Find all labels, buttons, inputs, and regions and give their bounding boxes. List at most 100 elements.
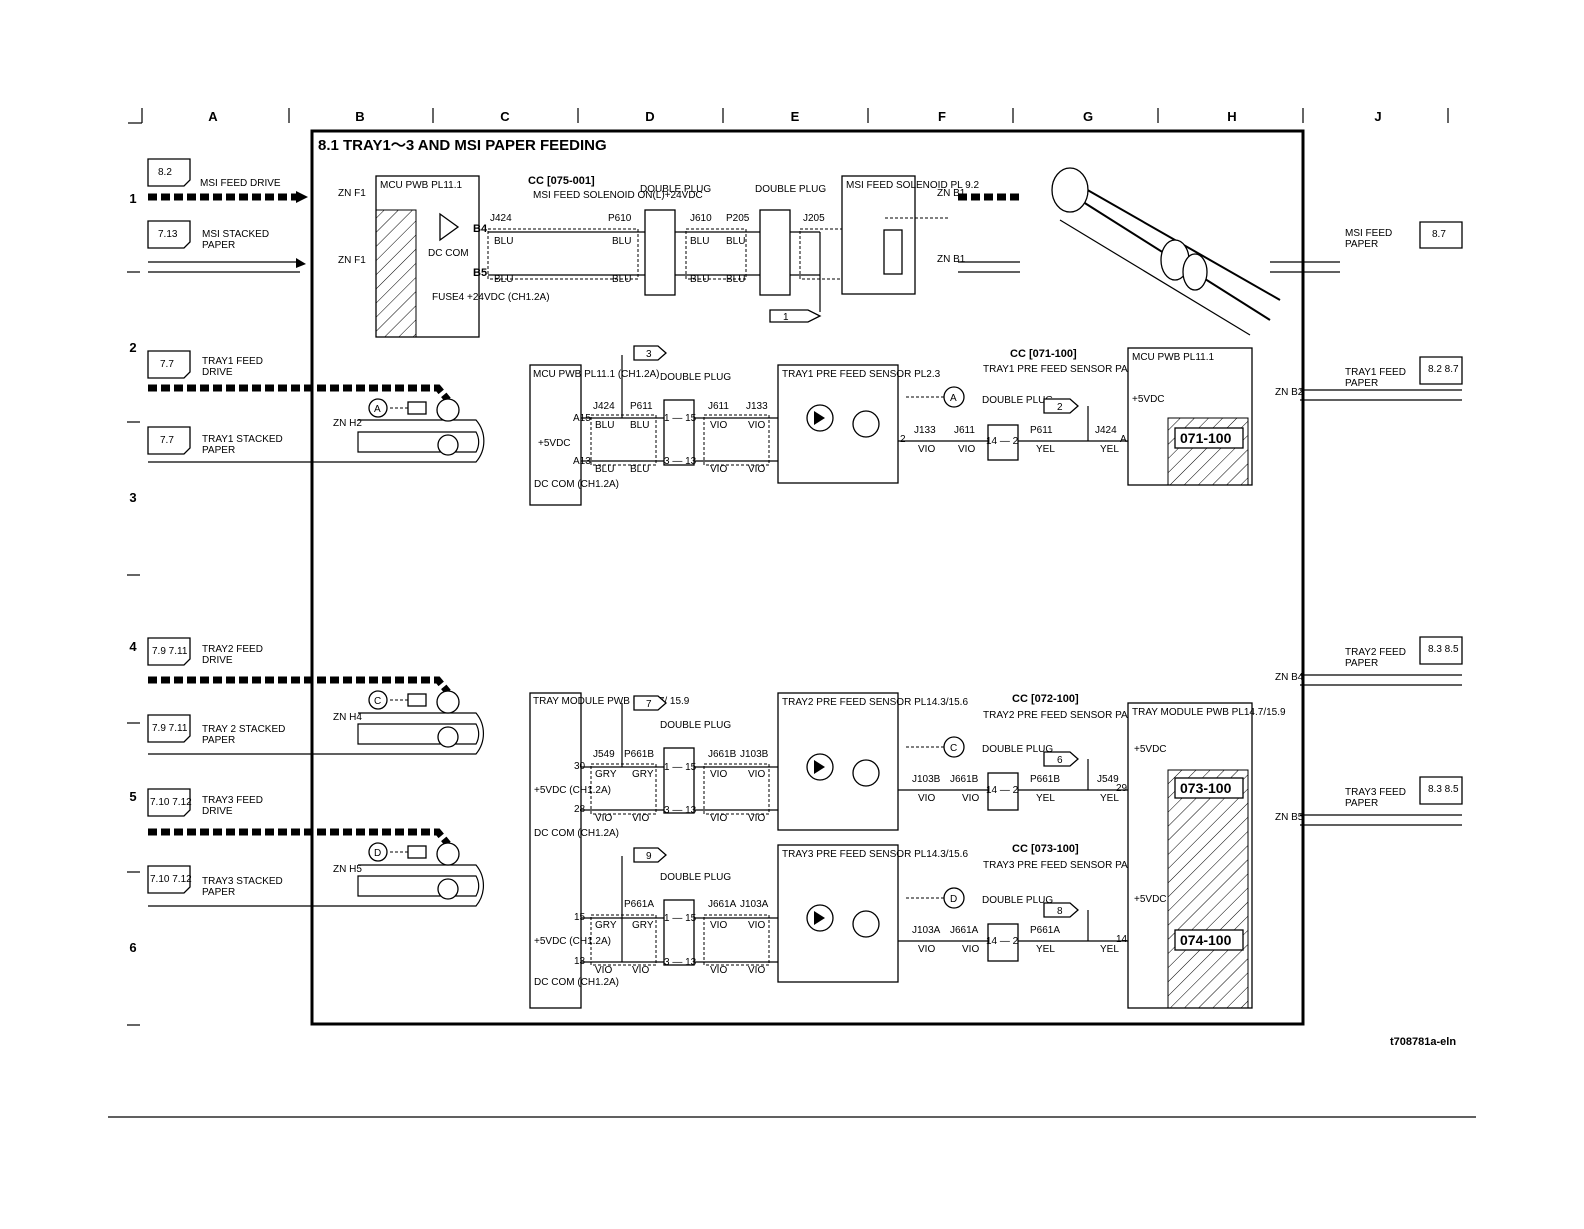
tray3-plug-pins-2: 3 — 13 — [664, 957, 697, 968]
circle-c-left: C — [374, 696, 381, 707]
tray1-cc: CC [071-100] — [1010, 348, 1077, 360]
tray2-vio-1: VIO — [595, 813, 612, 824]
tray1-circuit: MCU PWB PL11.1 (CH1.2A) +5VDC DC COM (CH… — [529, 345, 1253, 506]
tray1-callout-2: 2 — [1057, 402, 1063, 413]
label-tray2-stacked-2: PAPER — [202, 735, 235, 746]
msi-j424: J424 — [490, 213, 512, 224]
right-ref-tray1: 8.2 8.7 — [1428, 364, 1459, 375]
column-label-j: J — [1374, 109, 1381, 124]
label-tray1-stacked-2: PAPER — [202, 445, 235, 456]
tray2-vio-8: VIO — [962, 793, 979, 804]
tray1-pwb-j424: J424 — [1095, 425, 1117, 436]
tray1-yel-2: YEL — [1100, 444, 1119, 455]
tray2-pwb-5vdc: +5VDC — [1134, 744, 1167, 755]
tray2-yel-1: YEL — [1036, 793, 1055, 804]
tray2-pin-29: 29 — [1116, 783, 1128, 794]
tray3-pin-15: 15 — [574, 912, 586, 923]
tray1-code: 071-100 — [1180, 430, 1232, 446]
tray1-blu-2: BLU — [630, 420, 649, 431]
msi-double-plug-2: DOUBLE PLUG — [755, 184, 826, 195]
ref-msi-feed-drive: 8.2 — [158, 167, 172, 178]
tray1-blu-1: BLU — [595, 420, 614, 431]
tray3-vio-1: VIO — [595, 965, 612, 976]
ref-tray1-feed-drive: 7.7 — [160, 359, 174, 370]
circle-d-right: D — [950, 894, 957, 905]
tray1-vio-6: VIO — [958, 444, 975, 455]
msi-pin-b4: B4 — [473, 223, 488, 235]
tray3-out-plug-pins: 14 — 2 — [986, 936, 1019, 947]
zone-b1-a: ZN B1 — [937, 188, 966, 199]
tray2-plug-pins-2: 3 — 13 — [664, 805, 697, 816]
tray2-pin-30: 30 — [574, 761, 586, 772]
msi-feed-mechanism — [1051, 167, 1281, 336]
tray1-double-plug-2: DOUBLE PLUG — [982, 395, 1053, 406]
right-ref-tray3: 8.3 8.5 — [1428, 784, 1459, 795]
label-tray2-stacked-1: TRAY 2 STACKED — [202, 724, 285, 735]
tray3-p661a: P661A — [624, 899, 654, 910]
tray1-j133: J133 — [746, 401, 768, 412]
circle-d-left: D — [374, 848, 381, 859]
msi-blu-1: BLU — [494, 236, 513, 247]
tray3-out-j103a: J103A — [912, 925, 941, 936]
tray2-code: 073-100 — [1180, 780, 1232, 796]
label-tray3-stacked-1: TRAY3 STACKED — [202, 876, 283, 887]
column-label-h: H — [1227, 109, 1236, 124]
tray2-dccom: DC COM (CH1.2A) — [534, 828, 619, 839]
tray2-cc-desc: TRAY2 PRE FEED SENSOR PAPER SENSED(L)+5V… — [983, 710, 1237, 721]
tray3-yel-2: YEL — [1100, 944, 1119, 955]
right-tray2-feed-1: TRAY2 FEED — [1345, 647, 1406, 658]
ref-tray2-feed-drive: 7.9 7.11 — [152, 646, 188, 657]
tray3-callout-8: 8 — [1057, 906, 1063, 917]
tray2-pwb-j549: J549 — [1097, 774, 1119, 785]
msi-cc-desc: MSI FEED SOLENOID ON(L)+24VDC — [533, 190, 703, 201]
tray3-5vdc: +5VDC (CH1.2A) — [534, 936, 611, 947]
tray-module-pwb-label: TRAY MODULE PWB PL14.7/15.9 — [1132, 707, 1286, 718]
tray2-vio-3: VIO — [710, 769, 727, 780]
tray2-callout-7: 7 — [646, 699, 652, 710]
tray1-pwb-label: MCU PWB PL11.1 — [1132, 352, 1214, 363]
ref-tray3-feed-drive: 7.10 7.12 — [150, 797, 192, 808]
msi-blu-5: BLU — [690, 236, 709, 247]
tray3-j661a: J661A — [708, 899, 737, 910]
row-label-1: 1 — [129, 191, 136, 206]
tray1-callout-3: 3 — [646, 349, 652, 360]
msi-dc-com: DC COM — [428, 248, 469, 259]
right-ref-tray2: 8.3 8.5 — [1428, 644, 1459, 655]
zone-b2: ZN B2 — [1275, 387, 1304, 398]
label-tray2-feed-1: TRAY2 FEED — [202, 644, 263, 655]
label-tray3-feed-2: DRIVE — [202, 806, 233, 817]
tray2-p661b: P661B — [624, 749, 654, 760]
tray1-vio-2: VIO — [748, 420, 765, 431]
right-references: MSI FEED PAPER 8.7 ZN B2 TRAY1 FEED PAPE… — [1270, 221, 1463, 826]
tray1-p611: P611 — [630, 401, 653, 412]
label-tray1-feed-1: TRAY1 FEED — [202, 356, 263, 367]
msi-p610: P610 — [608, 213, 632, 224]
tray3-pwb-5vdc: +5VDC — [1134, 894, 1167, 905]
tray3-j103a: J103A — [740, 899, 769, 910]
tray1-vio-4: VIO — [748, 464, 765, 475]
right-tray3-feed-2: PAPER — [1345, 798, 1378, 809]
tray2-out-plug-pins: 14 — 2 — [986, 785, 1019, 796]
tray1-plug-pins-1: 1 — 15 — [664, 413, 697, 424]
msi-callout-1: 1 — [783, 312, 789, 323]
tray3-vio-5: VIO — [710, 965, 727, 976]
column-label-e: E — [791, 109, 800, 124]
label-tray3-stacked-2: PAPER — [202, 887, 235, 898]
tray2-j661b: J661B — [708, 749, 737, 760]
label-msi-stacked-2: PAPER — [202, 240, 235, 251]
zone-b5: ZN B5 — [1275, 812, 1304, 823]
tray3-dccom: DC COM (CH1.2A) — [534, 977, 619, 988]
tray3-callout-9: 9 — [646, 851, 652, 862]
tray1-pwb-5vdc: +5VDC — [1132, 394, 1165, 405]
tray2-plug-pins-1: 1 — 15 — [664, 762, 697, 773]
label-tray1-stacked-1: TRAY1 STACKED — [202, 434, 283, 445]
msi-blu-8: BLU — [726, 274, 745, 285]
tray3-vio-4: VIO — [748, 920, 765, 931]
row-label-4: 4 — [129, 639, 137, 654]
tray2-sensor-label: TRAY2 PRE FEED SENSOR PL14.3/15.6 — [782, 697, 968, 708]
circle-a-right: A — [950, 393, 957, 404]
msi-j205: J205 — [803, 213, 825, 224]
tray2-pwb-p661b: P661B — [1030, 774, 1060, 785]
tray1-vio-1: VIO — [710, 420, 727, 431]
